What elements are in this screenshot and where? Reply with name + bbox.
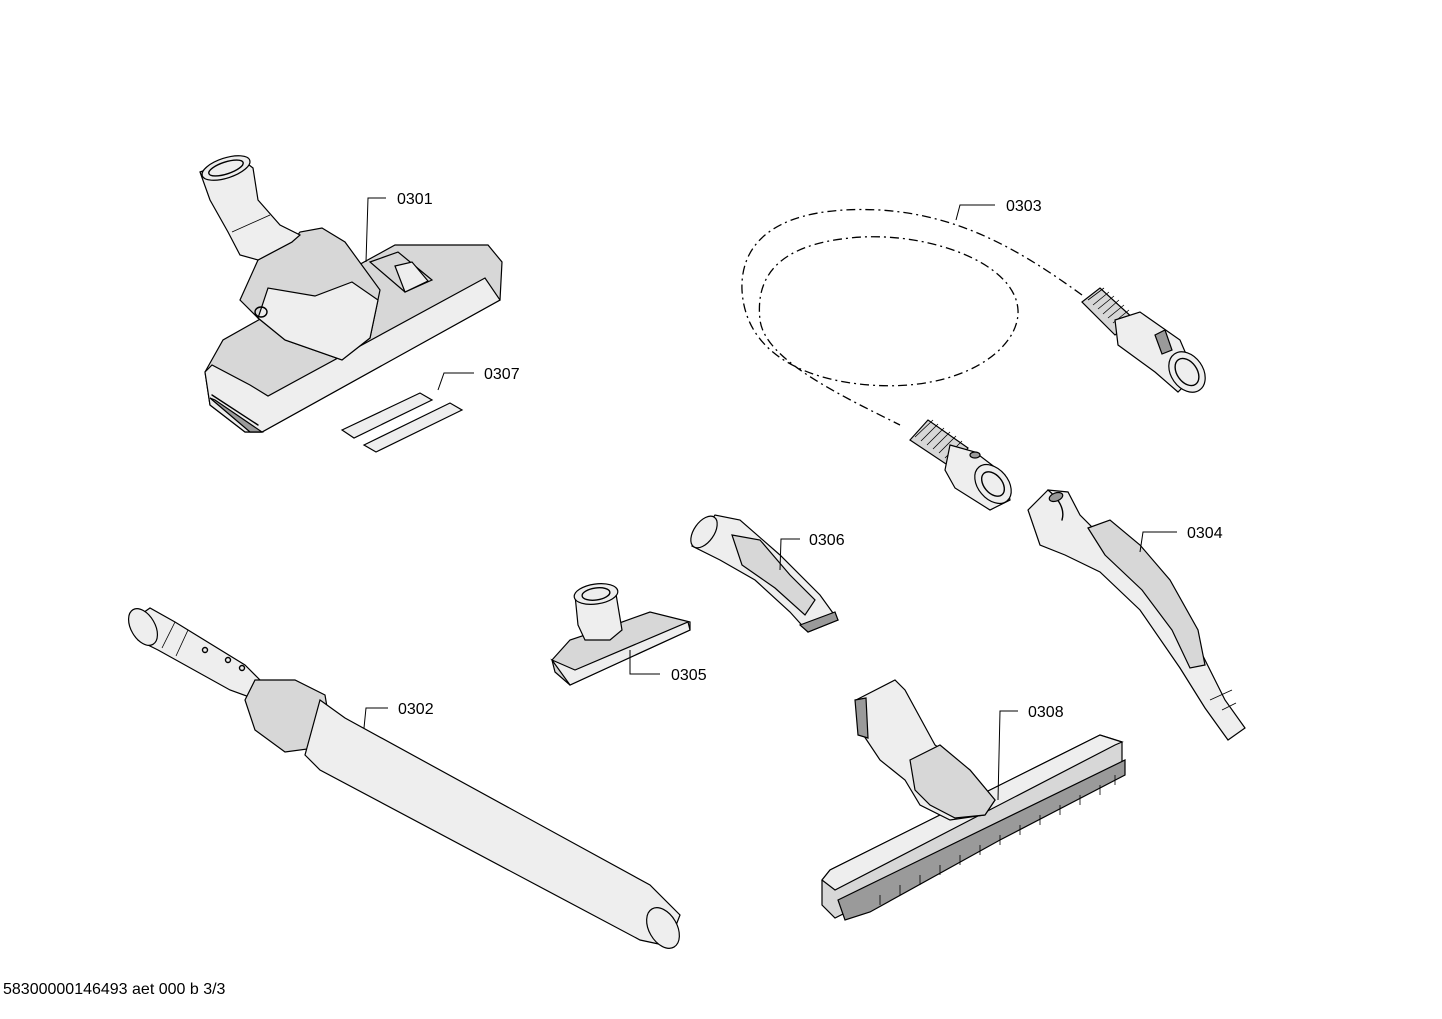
callout-0307: 0307 <box>484 366 520 383</box>
leader-0302 <box>363 707 388 729</box>
callout-0303: 0303 <box>1006 198 1042 215</box>
leader-0303 <box>955 204 995 221</box>
callout-0306: 0306 <box>809 532 845 549</box>
hard-floor-nozzle-0308 <box>821 679 1126 921</box>
leader-0308 <box>997 710 1018 801</box>
handle-0304 <box>1027 489 1246 741</box>
hose-0303 <box>741 208 1206 511</box>
callout-0305: 0305 <box>671 667 707 684</box>
drawing-code: 58300000146493 aet 000 b 3/3 <box>3 981 226 998</box>
brush-strips-0307 <box>340 392 464 453</box>
callout-0301: 0301 <box>397 191 433 208</box>
upholstery-tool-0305 <box>550 583 691 686</box>
leader-0305 <box>629 650 660 675</box>
telescopic-tube-0302 <box>127 607 681 949</box>
leader-0304 <box>1139 531 1177 553</box>
leader-0301 <box>365 197 386 263</box>
callout-0308: 0308 <box>1028 704 1064 721</box>
callout-0304: 0304 <box>1187 525 1223 542</box>
callout-0302: 0302 <box>398 701 434 718</box>
leader-0306 <box>779 538 800 571</box>
floor-nozzle-0301 <box>199 155 503 433</box>
crevice-tool-0306 <box>690 514 839 633</box>
leader-0307 <box>437 372 474 391</box>
